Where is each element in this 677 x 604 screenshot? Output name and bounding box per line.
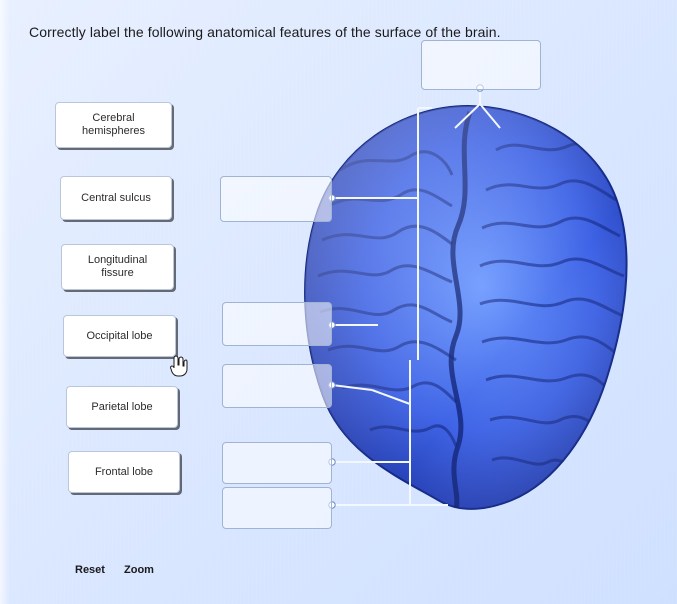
hemisphere-pointer (454, 92, 501, 129)
label-text: Cerebral hemispheres (82, 112, 145, 137)
brain-gyri (305, 106, 627, 509)
reset-button[interactable]: Reset (75, 564, 105, 576)
dropzone-1[interactable] (220, 176, 332, 222)
label-text: Central sulcus (81, 191, 151, 204)
label-frontal-lobe[interactable]: Frontal lobe (68, 451, 180, 493)
label-longitudinal-fissure[interactable]: Longitudinal fissure (61, 244, 174, 290)
label-occipital-lobe[interactable]: Occipital lobe (63, 315, 176, 357)
dropzone-top[interactable] (421, 40, 541, 90)
dropzone-4[interactable] (222, 442, 332, 484)
label-cerebral-hemispheres[interactable]: Cerebral hemispheres (55, 102, 172, 148)
label-text: Longitudinal fissure (87, 254, 148, 279)
leader-lines (331, 107, 448, 506)
dropzone-5[interactable] (222, 487, 332, 529)
zoom-button[interactable]: Zoom (124, 564, 154, 576)
label-parietal-lobe[interactable]: Parietal lobe (66, 386, 178, 428)
dropzone-3[interactable] (222, 364, 332, 408)
label-text: Frontal lobe (94, 465, 154, 478)
label-text: Parietal lobe (91, 400, 153, 413)
hand-pointer-icon (170, 355, 188, 377)
dropzone-2[interactable] (222, 302, 332, 346)
label-text: Occipital lobe (86, 329, 153, 342)
question-prompt: Correctly label the following anatomical… (29, 24, 501, 40)
label-central-sulcus[interactable]: Central sulcus (60, 176, 172, 220)
